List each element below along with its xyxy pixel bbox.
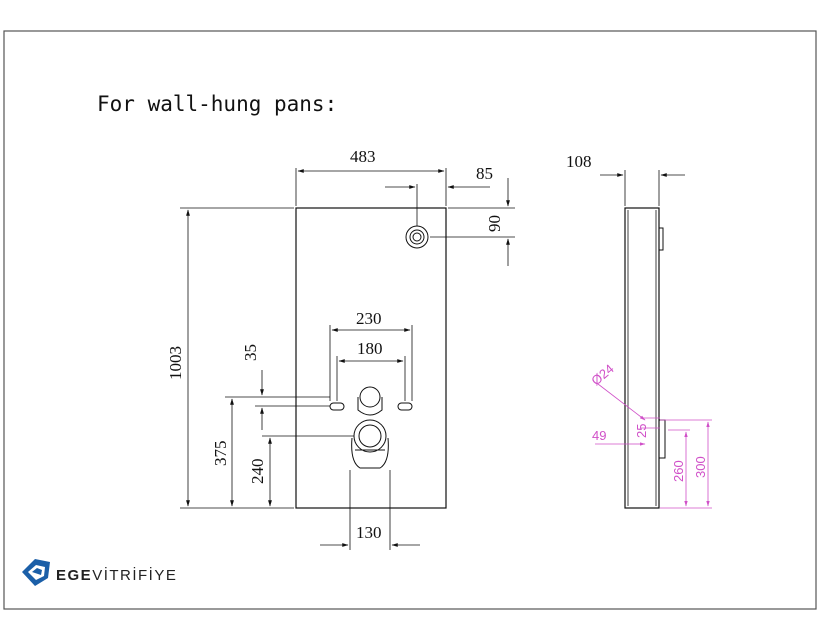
brand-name: EGEVİTRİFİYE [56, 566, 177, 584]
label-small-gap: 25 [634, 424, 649, 438]
outlet-body [351, 437, 389, 469]
label-offset: 49 [592, 428, 606, 443]
frame-panel [295, 207, 447, 509]
label-depth: 108 [566, 152, 592, 171]
brand-logo: EGEVİTRİFİYE [22, 559, 177, 586]
dim-line-pipe-diameter [597, 383, 646, 421]
flush-valve-inner [412, 232, 422, 242]
label-bolt-inner: 180 [357, 339, 383, 358]
flush-valve-outer [405, 225, 429, 249]
bolt-hole-left [329, 402, 345, 411]
brand-name-part2: VİTRİFİYE [92, 566, 177, 584]
label-h1: 260 [671, 460, 686, 482]
label-outlet-height: 240 [248, 459, 267, 485]
water-inlet-circle [359, 386, 381, 408]
label-height: 1003 [166, 346, 185, 380]
drawing-border [3, 30, 817, 610]
flush-valve-mid [409, 229, 425, 245]
label-outlet-width: 130 [356, 523, 382, 542]
label-pipe-diameter: Ø24 [588, 361, 616, 388]
label-bolt-height: 375 [211, 441, 230, 467]
water-inlet-body [357, 397, 383, 416]
brand-logo-icon [22, 559, 50, 586]
side-view [600, 170, 685, 509]
label-inlet-offset: 85 [476, 164, 493, 183]
label-inlet-drop: 90 [485, 215, 504, 232]
label-bolt-gap: 35 [241, 344, 260, 361]
side-view-annotations [595, 383, 712, 509]
label-h2: 300 [693, 456, 708, 478]
front-view [180, 168, 515, 550]
side-panel [624, 207, 660, 509]
drawing-title: For wall-hung pans: [97, 92, 337, 116]
outlet-circle-inner [358, 424, 382, 448]
label-bolt-outer: 230 [356, 309, 382, 328]
side-outlet [658, 419, 666, 459]
side-flush-plate [658, 227, 664, 251]
brand-name-part1: EGE [56, 567, 92, 584]
bolt-hole-right [397, 402, 413, 411]
label-width: 483 [350, 147, 376, 166]
